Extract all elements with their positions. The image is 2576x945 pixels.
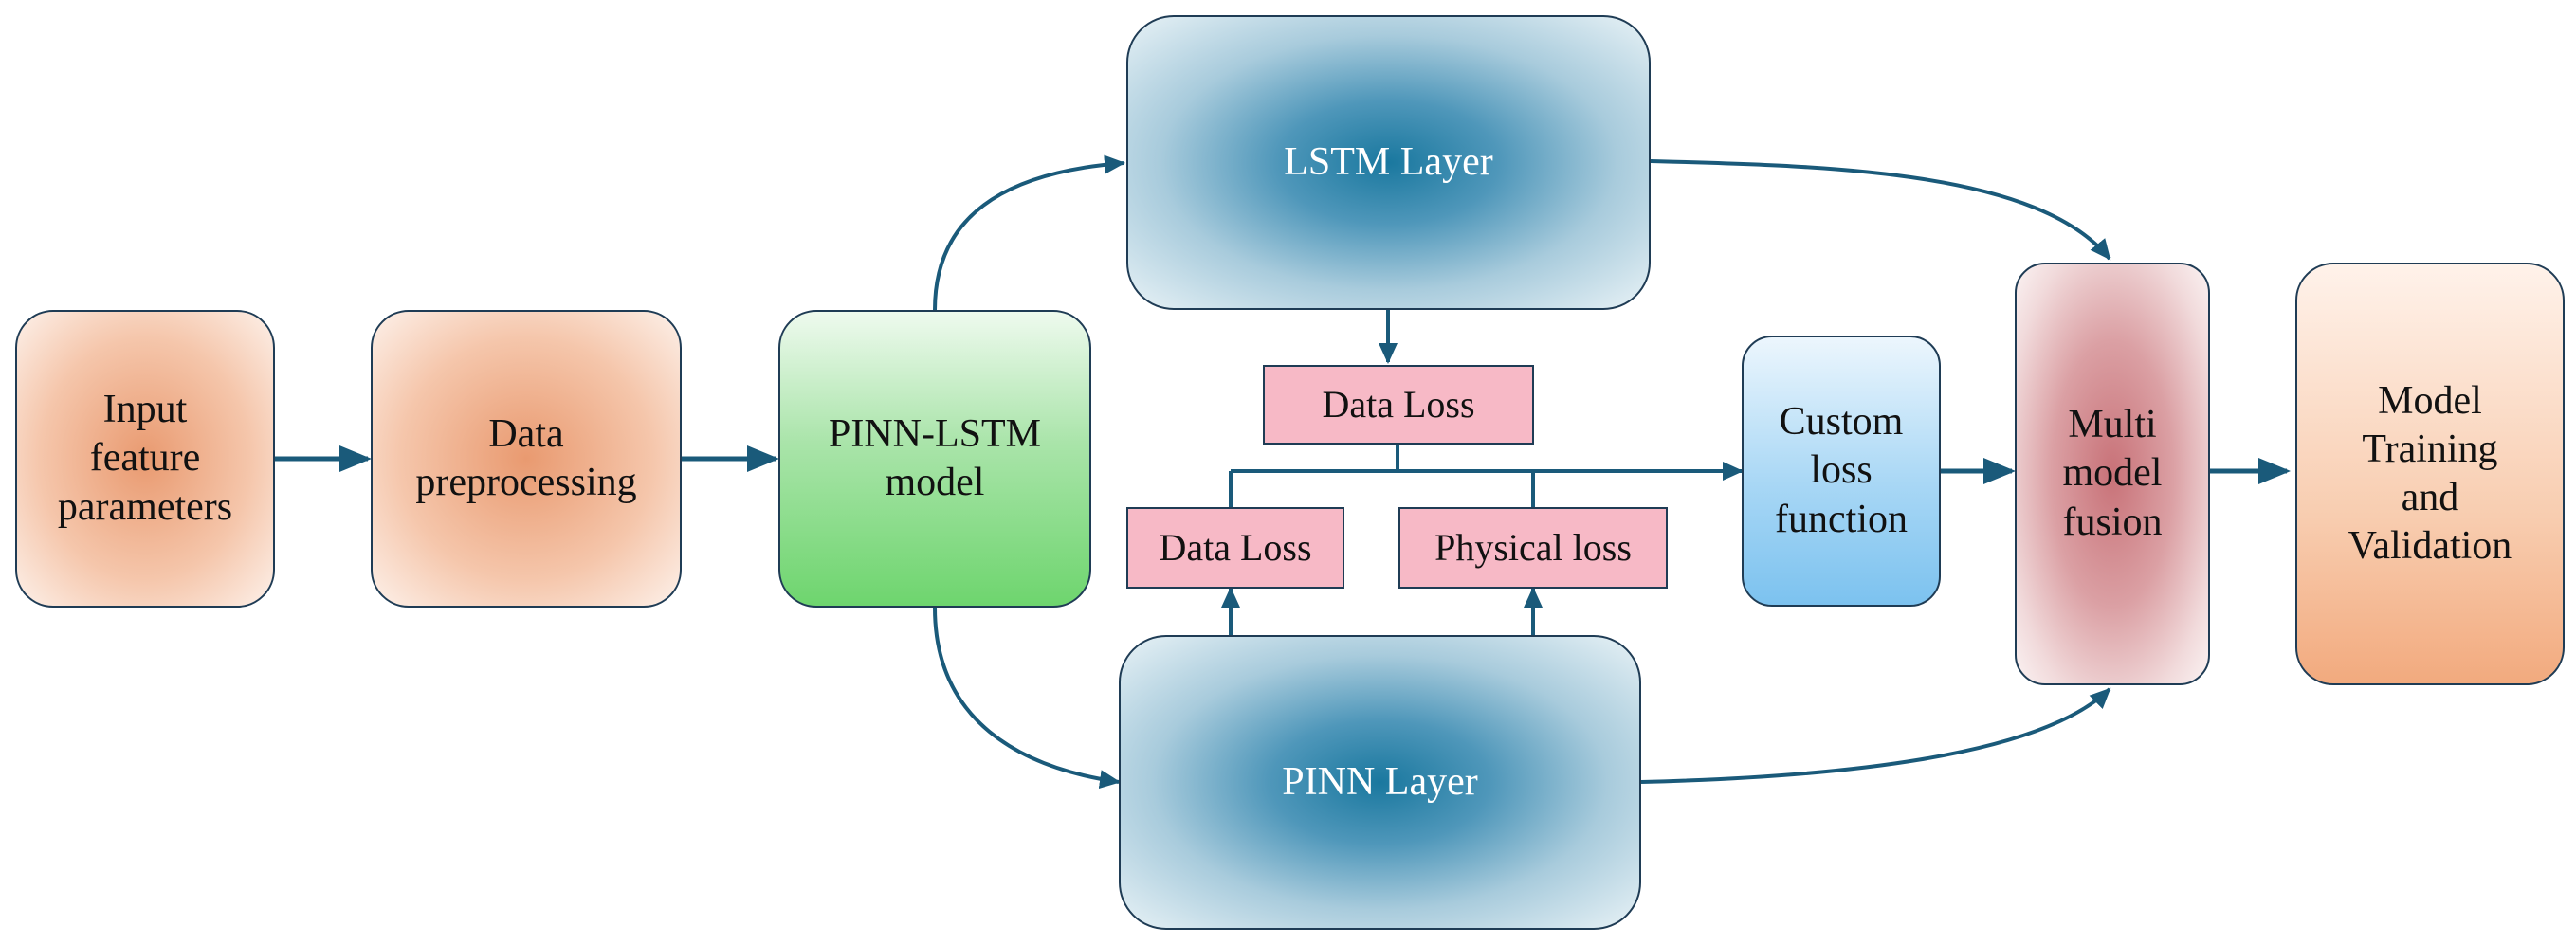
lstm-layer-node: LSTM Layer [1126,15,1651,310]
physical-loss-box: Physical loss [1398,507,1668,589]
model-training-validation-node: Model Training and Validation [2295,263,2565,685]
edge-pinn-to-fusion [1640,687,2111,784]
pinn-data-loss-box: Data Loss [1126,507,1344,589]
lstm-data-loss-box: Data Loss [1263,365,1534,445]
edge-lstm-to-fusion [1650,159,2111,261]
pinn-lstm-model-node: PINN-LSTM model [778,310,1091,608]
edge-model-to-pinn-layer [933,607,1121,790]
pinn-layer-node: PINN Layer [1119,635,1641,930]
multi-model-fusion-node: Multi model fusion [2015,263,2210,685]
data-preprocessing-node: Data preprocessing [371,310,682,608]
custom-loss-function-node: Custom loss function [1742,336,1941,607]
edge-model-to-lstm-layer [933,154,1125,311]
input-feature-parameters-node: Input feature parameters [15,310,275,608]
loss-bus [1229,445,1744,507]
